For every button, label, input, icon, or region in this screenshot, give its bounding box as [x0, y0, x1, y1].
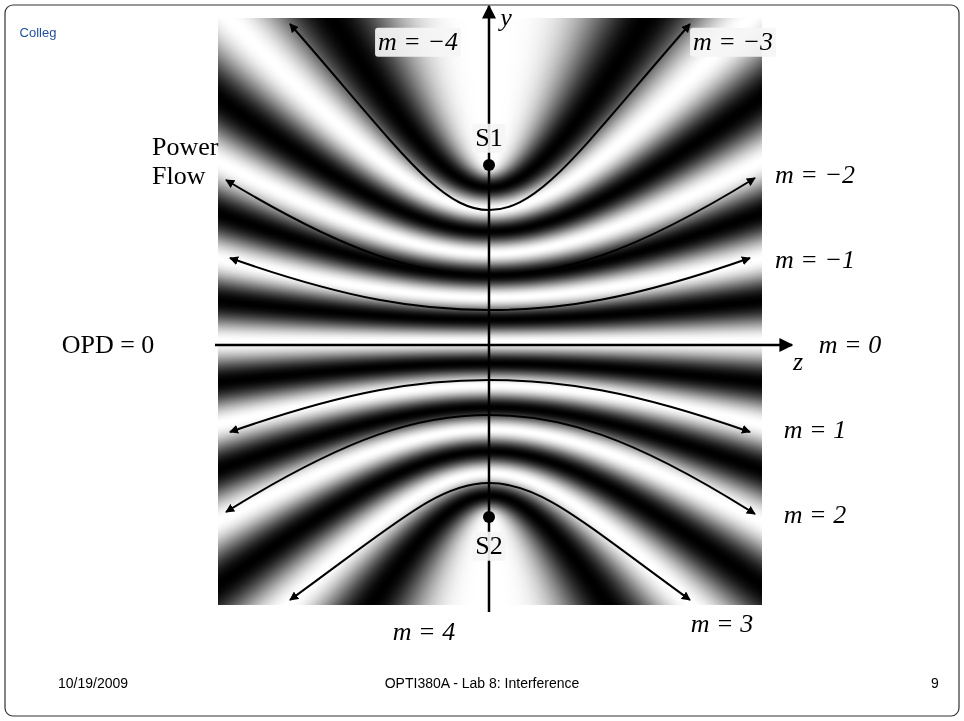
power-flow-lines	[226, 24, 755, 600]
order-label: m = 4	[393, 618, 455, 647]
logo-text: Colleg	[20, 26, 57, 40]
source-label: S1	[472, 124, 505, 153]
power-flow-label: Power Flow	[152, 133, 232, 190]
order-label: m = −3	[690, 28, 776, 57]
axis-label: z	[793, 348, 803, 377]
footer-title: OPTI380A - Lab 8: Interference	[385, 676, 580, 691]
opd-label: OPD = 0	[62, 331, 155, 360]
source-dot	[483, 159, 495, 171]
z-axis	[215, 344, 792, 347]
slide-border	[5, 5, 959, 716]
source-dot	[483, 511, 495, 523]
footer-date: 10/19/2009	[58, 676, 128, 691]
order-label: m = 2	[784, 501, 846, 530]
order-label: m = −4	[375, 28, 461, 57]
order-label: m = 3	[691, 610, 753, 639]
slide-number: 9	[931, 676, 939, 691]
order-label: m = −1	[775, 246, 855, 275]
order-label: m = 0	[819, 331, 881, 360]
axis-label: y	[500, 4, 512, 33]
order-label: m = 1	[784, 416, 846, 445]
source-label: S2	[472, 532, 505, 561]
order-label: m = −2	[775, 161, 855, 190]
